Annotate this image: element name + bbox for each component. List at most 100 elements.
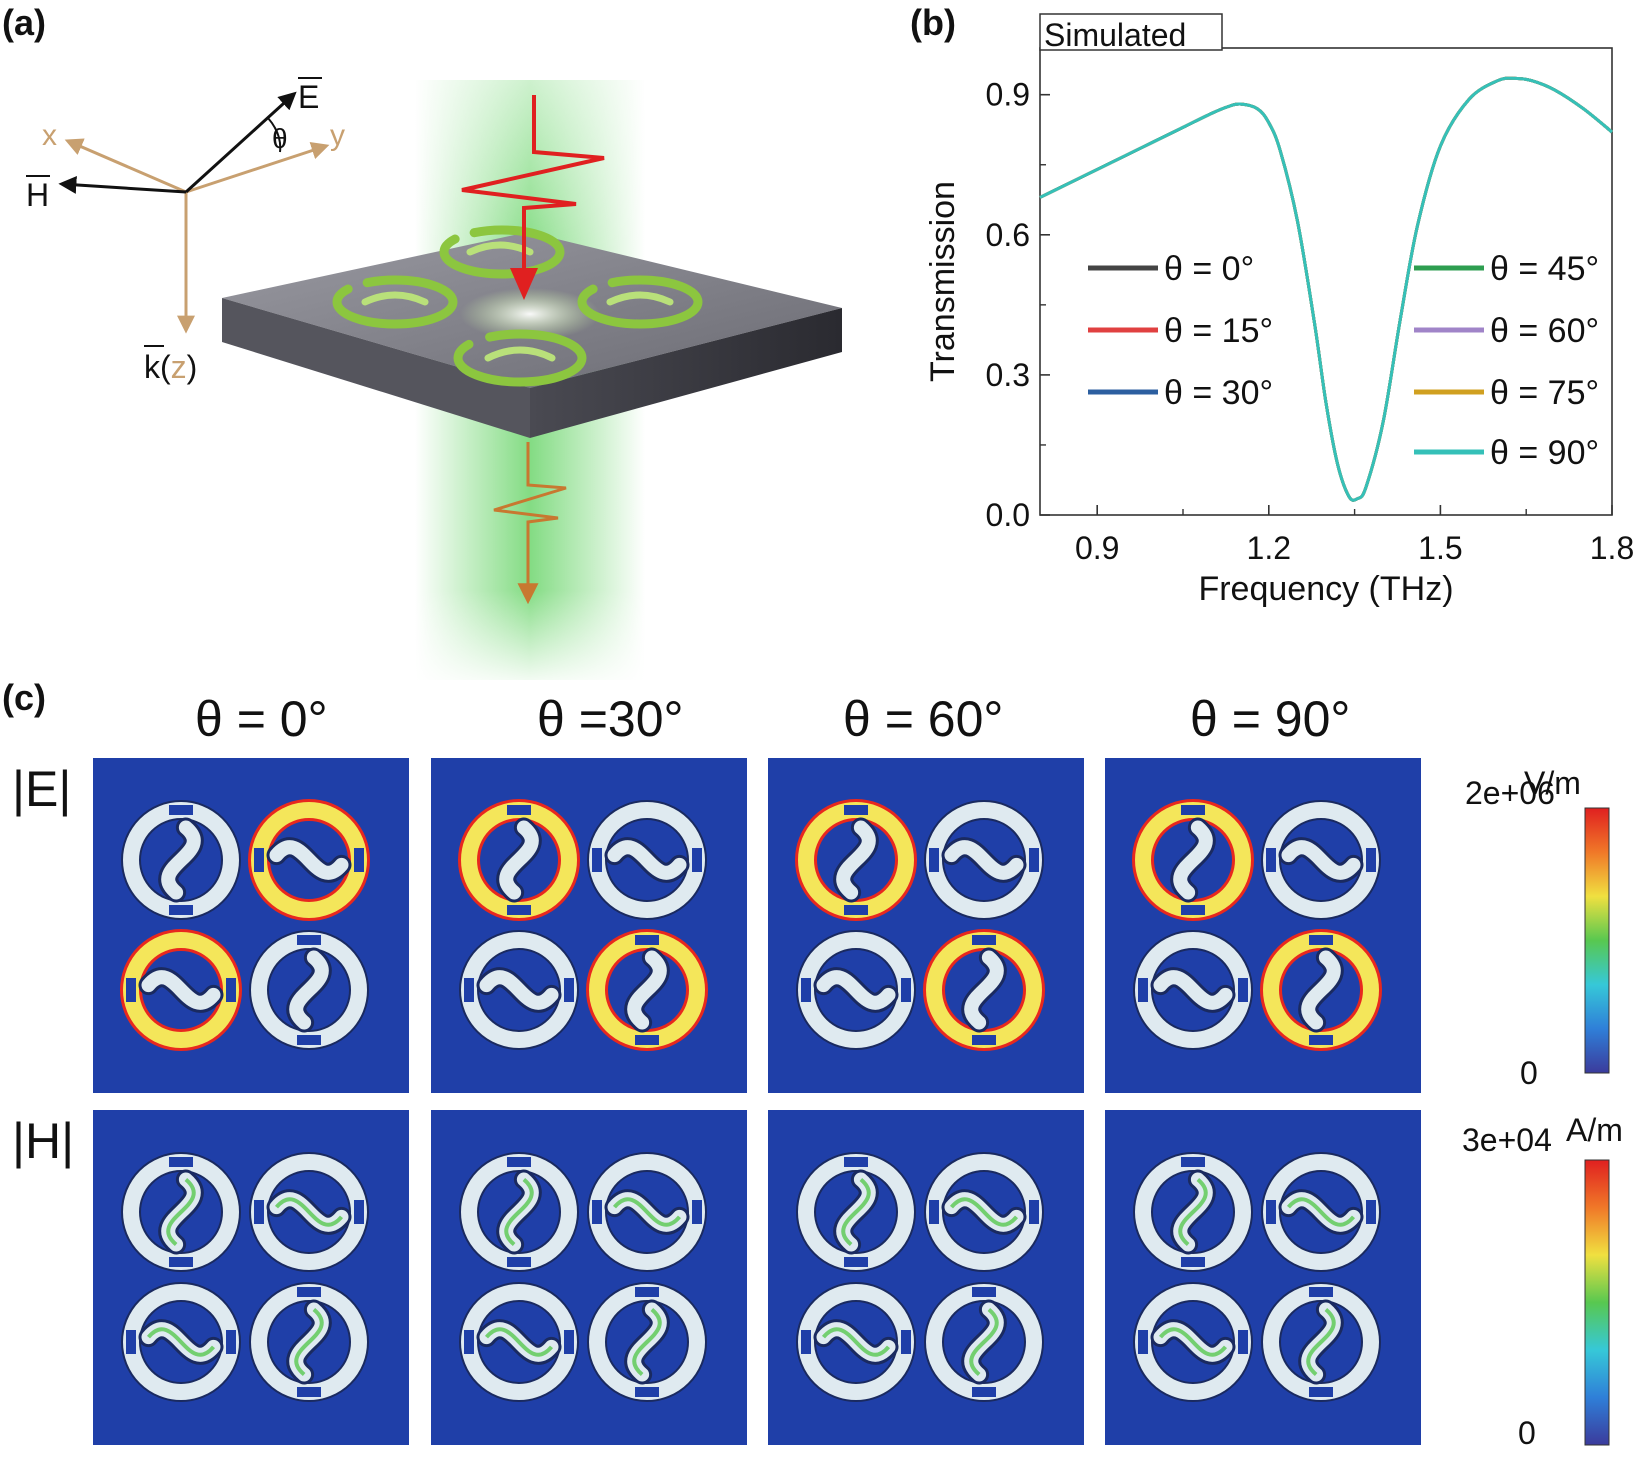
ring-resonator-array: [332, 225, 703, 387]
ring-gap: [169, 905, 193, 915]
field-map-E-3: [1105, 758, 1421, 1093]
ring-gap: [1138, 978, 1148, 1002]
colorbar-E-min: 0: [1520, 1055, 1538, 1091]
ring-gap: [464, 978, 474, 1002]
legend-label-4: θ = 60°: [1490, 312, 1599, 350]
ring-gap: [507, 805, 531, 815]
y-tick-label: 0.3: [986, 357, 1030, 393]
ring-gap: [1138, 1330, 1148, 1354]
ring-gap: [1309, 1035, 1333, 1045]
map-column-title-2: θ = 60°: [843, 691, 1004, 747]
field-map-E-0: [93, 758, 409, 1093]
ring-arm: [479, 970, 559, 1010]
ring-gap: [972, 1287, 996, 1297]
ring-gap: [354, 848, 364, 872]
ring-arm: [816, 970, 896, 1010]
h-field-hotspot: [841, 1177, 871, 1247]
ring-gap: [801, 1330, 811, 1354]
legend-label-6: θ = 90°: [1490, 434, 1599, 472]
legend-label-1: θ = 15°: [1164, 312, 1273, 350]
legend-label-0: θ = 0°: [1164, 250, 1254, 288]
ring-gap: [126, 1330, 136, 1354]
ring-gap: [1181, 1157, 1205, 1167]
legend-label-3: θ = 45°: [1490, 250, 1599, 288]
field-map-H-0: [93, 1110, 409, 1445]
h-field-hotspot: [821, 1327, 891, 1357]
ring-gap: [592, 1200, 602, 1224]
ring-gap: [564, 978, 574, 1002]
h-field-hotspot: [1306, 1307, 1336, 1377]
ring-gap: [635, 1035, 659, 1045]
panel-label-b: (b): [910, 2, 956, 43]
ring-gap: [507, 1257, 531, 1267]
h-field-hotspot: [274, 1197, 344, 1227]
ring-arm: [1281, 840, 1361, 880]
h-field-hotspot: [146, 1327, 216, 1357]
field-map-E-1: [431, 758, 747, 1093]
ring-gap: [929, 1200, 939, 1224]
colorbar-H-unit: A/m: [1566, 1112, 1623, 1148]
ring-gap: [901, 978, 911, 1002]
ring-gap: [972, 1035, 996, 1045]
y-tick-label: 0.0: [986, 497, 1030, 533]
y-tick-label: 0.9: [986, 77, 1030, 113]
h-field-hotspot: [1158, 1327, 1228, 1357]
field-map-H-2: [768, 1110, 1084, 1445]
ring-gap: [254, 848, 264, 872]
field-map-H-3: [1105, 1110, 1421, 1445]
x-tick-label: 1.8: [1590, 530, 1634, 566]
field-map-background: [431, 758, 747, 1093]
schematic-illustration: x y θ E H k(z): [26, 77, 842, 680]
ring-gap: [1181, 805, 1205, 815]
ring-gap: [1238, 1330, 1248, 1354]
legend-label-5: θ = 75°: [1490, 374, 1599, 412]
ring-gap: [226, 1330, 236, 1354]
field-map-background: [93, 758, 409, 1093]
vector-E-label: E: [298, 79, 319, 115]
chart-title-box: [1039, 13, 1223, 51]
ring-gap: [844, 1157, 868, 1167]
axis-y-label: y: [330, 119, 345, 152]
ring-gap: [169, 1157, 193, 1167]
ring-gap: [297, 1035, 321, 1045]
ring-gap: [1309, 935, 1333, 945]
vector-k-label: k(z): [144, 349, 197, 385]
theta-label: θ: [272, 123, 288, 154]
h-field-hotspot: [949, 1197, 1019, 1227]
h-field-hotspot: [484, 1327, 554, 1357]
h-field-hotspot: [1286, 1197, 1356, 1227]
x-tick-label: 1.5: [1418, 530, 1462, 566]
ring-gap: [1029, 1200, 1039, 1224]
legend-label-2: θ = 30°: [1164, 374, 1273, 412]
ring-gap: [1181, 905, 1205, 915]
y-axis-label: Transmission: [924, 181, 962, 382]
ring-gap: [844, 1257, 868, 1267]
ring-gap: [354, 1200, 364, 1224]
ring-arm: [607, 840, 687, 880]
map-column-title-0: θ = 0°: [195, 691, 328, 747]
ring-gap: [507, 905, 531, 915]
field-map-background: [768, 758, 1084, 1093]
ring-gap: [464, 1330, 474, 1354]
ring-arm: [499, 820, 539, 900]
colorbar-E-max: 2e+06: [1465, 775, 1555, 811]
ring-gap: [972, 1387, 996, 1397]
field-map-background: [1105, 758, 1421, 1093]
ring-gap: [297, 935, 321, 945]
vector-H-label: H: [26, 177, 49, 213]
h-field-hotspot: [294, 1307, 324, 1377]
ring-gap: [635, 1287, 659, 1297]
ring-gap: [254, 1200, 264, 1224]
ring-arm: [1173, 820, 1213, 900]
field-map-background: [431, 1110, 747, 1445]
ring-arm: [836, 820, 876, 900]
colorbar-H: [1584, 1159, 1610, 1446]
row-label-H: |H|: [12, 1113, 75, 1169]
ring-arm: [944, 840, 1024, 880]
ring-gap: [1366, 848, 1376, 872]
ring-arm: [1301, 950, 1341, 1030]
chart-title: Simulated: [1044, 17, 1186, 53]
ring-gap: [226, 978, 236, 1002]
